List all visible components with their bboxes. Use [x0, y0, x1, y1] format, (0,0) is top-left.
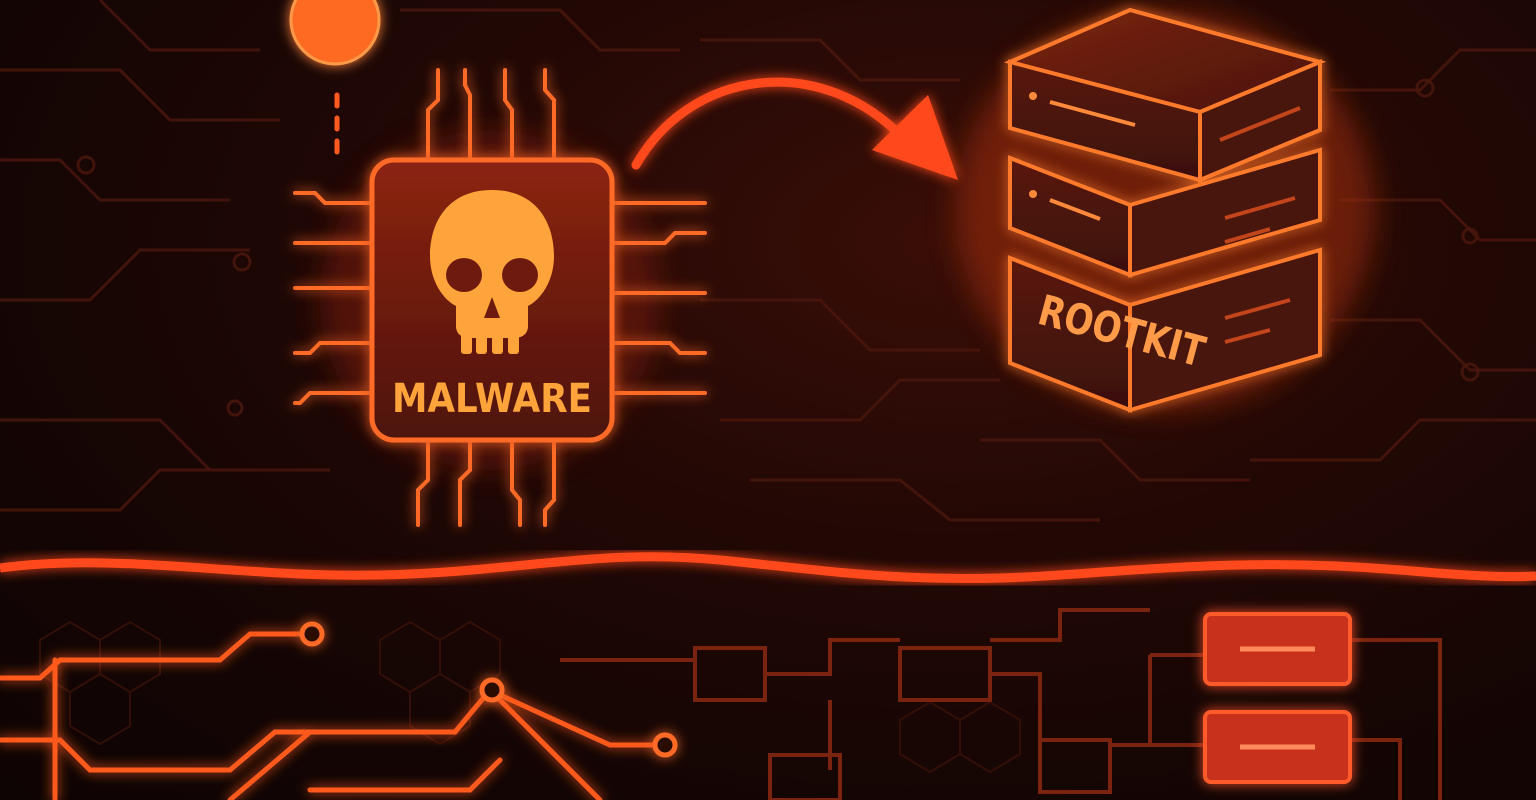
- background-circuit-traces: [0, 0, 1536, 522]
- wave-divider: [0, 552, 1536, 584]
- server-unit-middle: [1008, 147, 1322, 278]
- malware-chip: MALWARE: [369, 157, 615, 443]
- server-unit-bottom: [1008, 247, 1322, 413]
- chip-pins: [293, 68, 707, 527]
- chip-label: MALWARE: [392, 376, 592, 422]
- background-circuit-nodes: [76, 78, 1480, 417]
- lower-circuit-traces: [0, 631, 663, 800]
- block-diagram: [560, 608, 1442, 800]
- signal-node-icon: [289, 0, 381, 66]
- red-modules: [1203, 612, 1352, 784]
- rootkit-server-stack: ROOTKIT: [1003, 7, 1327, 413]
- curved-arrow-icon: [631, 77, 958, 180]
- hex-pattern: [39, 620, 1021, 774]
- lower-circuit-nodes: [299, 621, 678, 758]
- server-unit-top: [1003, 7, 1327, 183]
- skull-icon: [430, 190, 554, 354]
